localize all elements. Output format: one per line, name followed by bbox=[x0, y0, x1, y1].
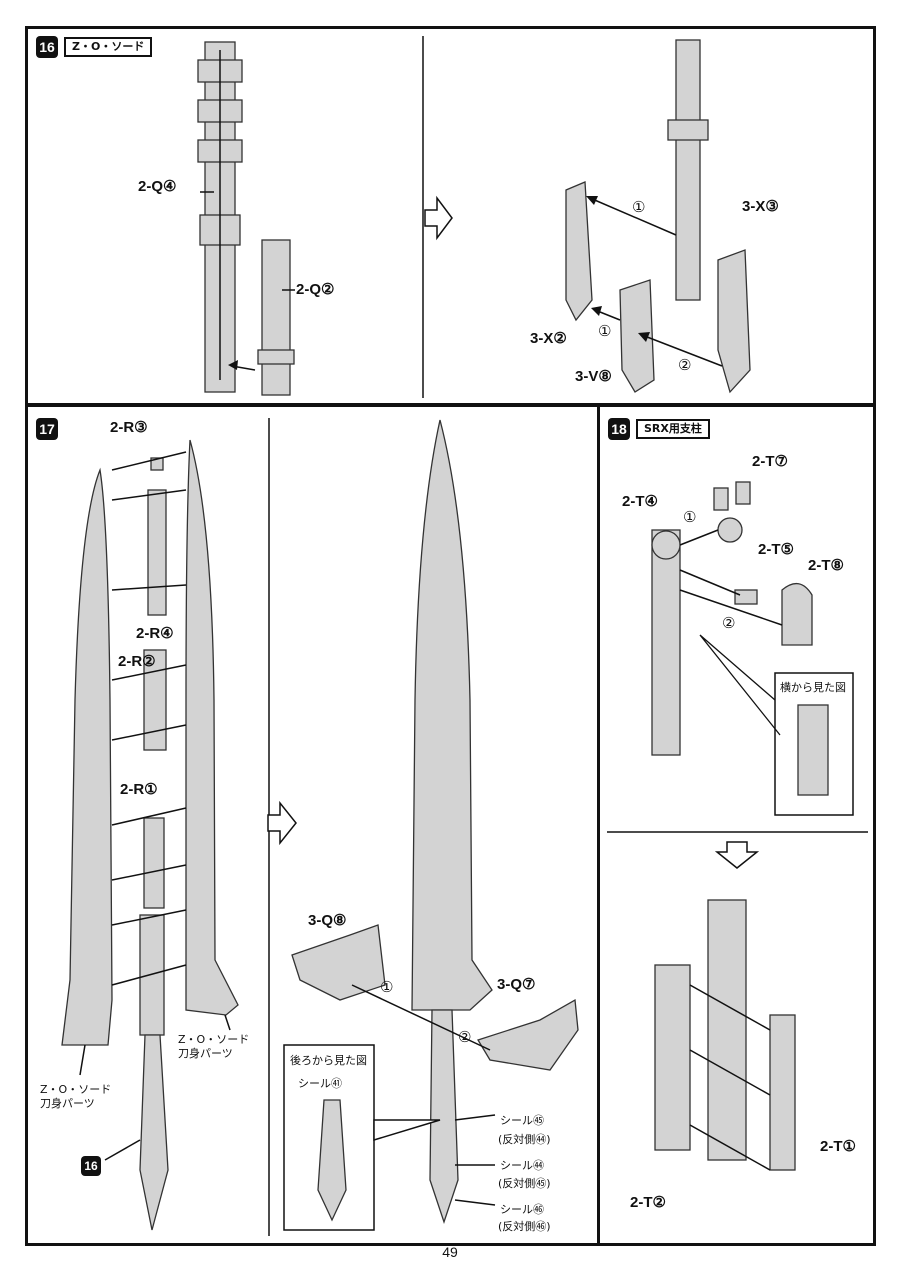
label-blade-right: Z・O・ソード 刀身パーツ bbox=[178, 1033, 250, 1060]
frame-2-t2 bbox=[654, 964, 691, 1151]
grip-16 bbox=[139, 1034, 169, 1231]
label-2-r2: 2-R② bbox=[118, 653, 156, 670]
part-sword-grip-top bbox=[667, 39, 709, 301]
part-3-x3 bbox=[717, 249, 751, 394]
part-2-t8 bbox=[781, 583, 813, 646]
step-16-title: Z・O・ソード bbox=[64, 37, 153, 57]
step-number-18: 18 bbox=[608, 418, 630, 440]
part-2-r2 bbox=[143, 649, 167, 751]
step-number-16: 16 bbox=[36, 36, 58, 58]
order-mark: ① bbox=[683, 508, 697, 526]
order-mark: ② bbox=[458, 1028, 472, 1046]
blade-half-left bbox=[61, 467, 113, 1046]
part-3-q8 bbox=[291, 924, 386, 1001]
sticker-46-opposite: (反対側㊻) bbox=[498, 1220, 551, 1233]
part-2-t7 bbox=[713, 481, 751, 543]
part-2-t5 bbox=[734, 589, 758, 605]
post-assembled bbox=[707, 899, 747, 1161]
label-3-x2: 3-X② bbox=[530, 330, 567, 347]
ref-step-16: 16 bbox=[81, 1156, 101, 1176]
sticker-44-opposite: (反対側㊺) bbox=[498, 1177, 551, 1190]
label-2-t2: 2-T② bbox=[630, 1194, 666, 1211]
label-2-t7: 2-T⑦ bbox=[752, 453, 788, 470]
step-number-17: 17 bbox=[36, 418, 58, 440]
step-18-title: SRX用支柱 bbox=[636, 419, 710, 439]
label-2-t5: 2-T⑤ bbox=[758, 541, 794, 558]
label-2-q2: 2-Q② bbox=[296, 281, 335, 298]
part-2-q2 bbox=[257, 239, 295, 396]
label-2-t1: 2-T① bbox=[820, 1138, 856, 1155]
label-3-x3: 3-X③ bbox=[742, 198, 779, 215]
order-mark: ② bbox=[678, 356, 692, 374]
label-2-q4: 2-Q④ bbox=[138, 178, 177, 195]
order-mark: ② bbox=[722, 614, 736, 632]
assembled-blade bbox=[411, 419, 493, 1011]
blade-half-right bbox=[185, 439, 239, 1016]
order-mark: ① bbox=[632, 198, 646, 216]
sticker-45-opposite: (反対側㊹) bbox=[498, 1133, 551, 1146]
label-2-t4: 2-T④ bbox=[622, 493, 658, 510]
sticker-44: シール㊹ bbox=[500, 1159, 544, 1172]
part-3-x2 bbox=[565, 181, 593, 322]
order-mark: ① bbox=[598, 322, 612, 340]
step-18-panel bbox=[597, 404, 876, 1246]
label-2-r1: 2-R① bbox=[120, 781, 158, 798]
rear-view-sticker: シール㊶ bbox=[298, 1077, 342, 1090]
assembled-grip bbox=[429, 1009, 459, 1225]
label-blade-left: Z・O・ソード 刀身パーツ bbox=[40, 1083, 112, 1110]
plate-2-t1 bbox=[769, 1014, 796, 1171]
sticker-45: シール㊺ bbox=[500, 1114, 544, 1127]
part-3-v8 bbox=[619, 279, 655, 393]
page-number: 49 bbox=[442, 1244, 458, 1260]
part-2-t4 bbox=[651, 529, 681, 756]
grip-frame-17 bbox=[139, 914, 165, 1036]
part-2-q4 bbox=[197, 41, 243, 393]
part-3-q7 bbox=[477, 998, 579, 1071]
part-2-r1 bbox=[143, 817, 165, 909]
label-3-q7: 3-Q⑦ bbox=[497, 976, 536, 993]
order-mark: ① bbox=[380, 978, 394, 996]
label-3-q8: 3-Q⑧ bbox=[308, 912, 347, 929]
sticker-46: シール㊻ bbox=[500, 1203, 544, 1216]
label-3-v8: 3-V⑧ bbox=[575, 368, 612, 385]
label-2-r4: 2-R④ bbox=[136, 625, 174, 642]
part-2-r4 bbox=[147, 489, 167, 616]
part-2-r3 bbox=[150, 457, 164, 471]
label-2-r3: 2-R③ bbox=[110, 419, 148, 436]
label-2-t8: 2-T⑧ bbox=[808, 557, 844, 574]
rear-view-title: 後ろから見た図 bbox=[290, 1054, 367, 1067]
side-view-title: 横から見た図 bbox=[780, 681, 846, 694]
